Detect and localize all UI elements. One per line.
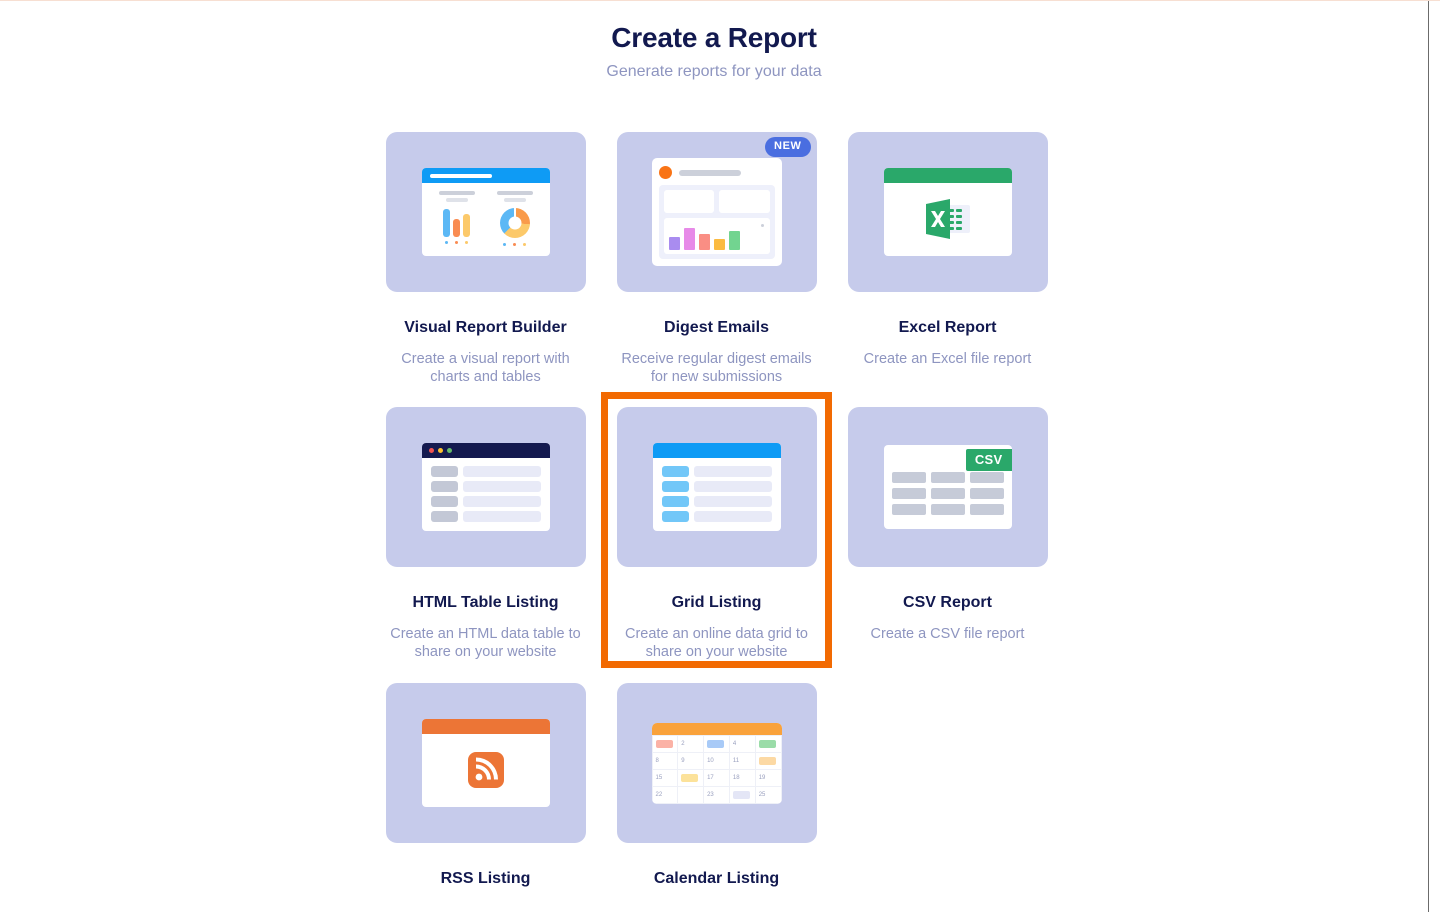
card-description: Create a visual report with charts and t… [401,351,570,385]
calendar-day: 8 [651,751,679,770]
calendar-day: 11 [728,751,756,770]
card-title: CSV Report [903,594,992,611]
digest-emails-icon-tile: NEW [616,132,817,292]
calendar-day: 23 [703,785,730,804]
table-window-icon [421,443,550,531]
calendar-day: 4 [728,734,756,753]
grid-listing-icon-tile [616,407,817,567]
calendar-day: 15 [651,768,679,787]
visual-report-builder-icon-tile [385,132,586,292]
grid-window-icon [652,443,781,531]
calendar-day: 2 [677,734,705,753]
report-card-digest-emails[interactable]: NEW [601,117,832,392]
calendar-week-row: 2 4 [651,734,782,753]
card-description: Create an HTML data table to share on yo… [390,626,581,660]
csv-badge-label: CSV [965,449,1012,471]
email-dashboard-icon [651,158,782,266]
card-title: Grid Listing [671,594,762,611]
page-subtitle: Generate reports for your data [606,63,822,80]
card-title: Excel Report [898,319,997,336]
report-card-csv-report[interactable]: CSV CSV Report Create a CSV file report [832,392,1063,668]
calendar-grid: 2 4 8 9 10 11 [651,734,782,804]
avatar-icon [658,166,672,179]
report-card-visual-report-builder[interactable]: Visual Report Builder Create a visual re… [370,117,601,392]
card-title: Visual Report Builder [404,319,567,336]
rss-listing-icon-tile [385,683,586,843]
csv-file-icon: CSV [883,445,1012,529]
csv-report-icon-tile: CSV [847,407,1048,567]
excel-report-icon-tile [847,132,1048,292]
calendar-day: 9 [677,751,705,770]
excel-logo-icon [925,199,970,239]
calendar-week-row: 22 23 25 [651,785,782,804]
card-description: Create a CSV file report [870,626,1025,642]
calendar-day: 22 [651,785,679,804]
calendar-day: 17 [703,768,730,787]
report-type-row: RSS Listing 2 4 [370,668,1070,895]
report-type-grid: Visual Report Builder Create a visual re… [370,117,1070,895]
page-title: Create a Report [611,22,817,53]
html-table-listing-icon-tile [385,407,586,567]
calendar-icon: 2 4 8 9 10 11 [651,722,782,804]
rss-feed-icon [467,752,504,788]
report-card-rss-listing[interactable]: RSS Listing [370,668,601,895]
calendar-day: 18 [728,768,756,787]
calendar-day: 25 [754,785,782,804]
report-card-grid-listing[interactable]: Grid Listing Create an online data grid … [601,392,832,668]
card-title: Digest Emails [664,319,769,336]
report-card-placeholder [832,668,1063,895]
card-description: Create an online data grid to share on y… [625,626,808,660]
calendar-week-row: 15 17 18 19 [651,768,782,787]
card-title: RSS Listing [440,870,531,887]
card-description: Receive regular digest emails for new su… [621,351,812,385]
calendar-day: 19 [754,768,782,787]
calendar-listing-icon-tile: 2 4 8 9 10 11 [616,683,817,843]
card-title: Calendar Listing [653,870,780,887]
excel-file-icon [883,168,1012,256]
calendar-week-row: 8 9 10 11 [651,751,782,770]
report-type-row: Visual Report Builder Create a visual re… [370,117,1070,392]
card-description: Create an Excel file report [863,351,1032,367]
report-card-excel-report[interactable]: Excel Report Create an Excel file report [832,117,1063,392]
card-title: HTML Table Listing [412,594,559,611]
chart-dashboard-icon [421,168,550,256]
report-card-html-table-listing[interactable]: HTML Table Listing Create an HTML data t… [370,392,601,668]
rss-window-icon [421,719,550,807]
new-badge: NEW [765,137,811,157]
report-card-calendar-listing[interactable]: 2 4 8 9 10 11 [601,668,832,895]
calendar-day: 10 [703,751,730,770]
report-type-row: HTML Table Listing Create an HTML data t… [370,392,1070,668]
page-header: Create a Report Generate reports for you… [0,1,1428,83]
